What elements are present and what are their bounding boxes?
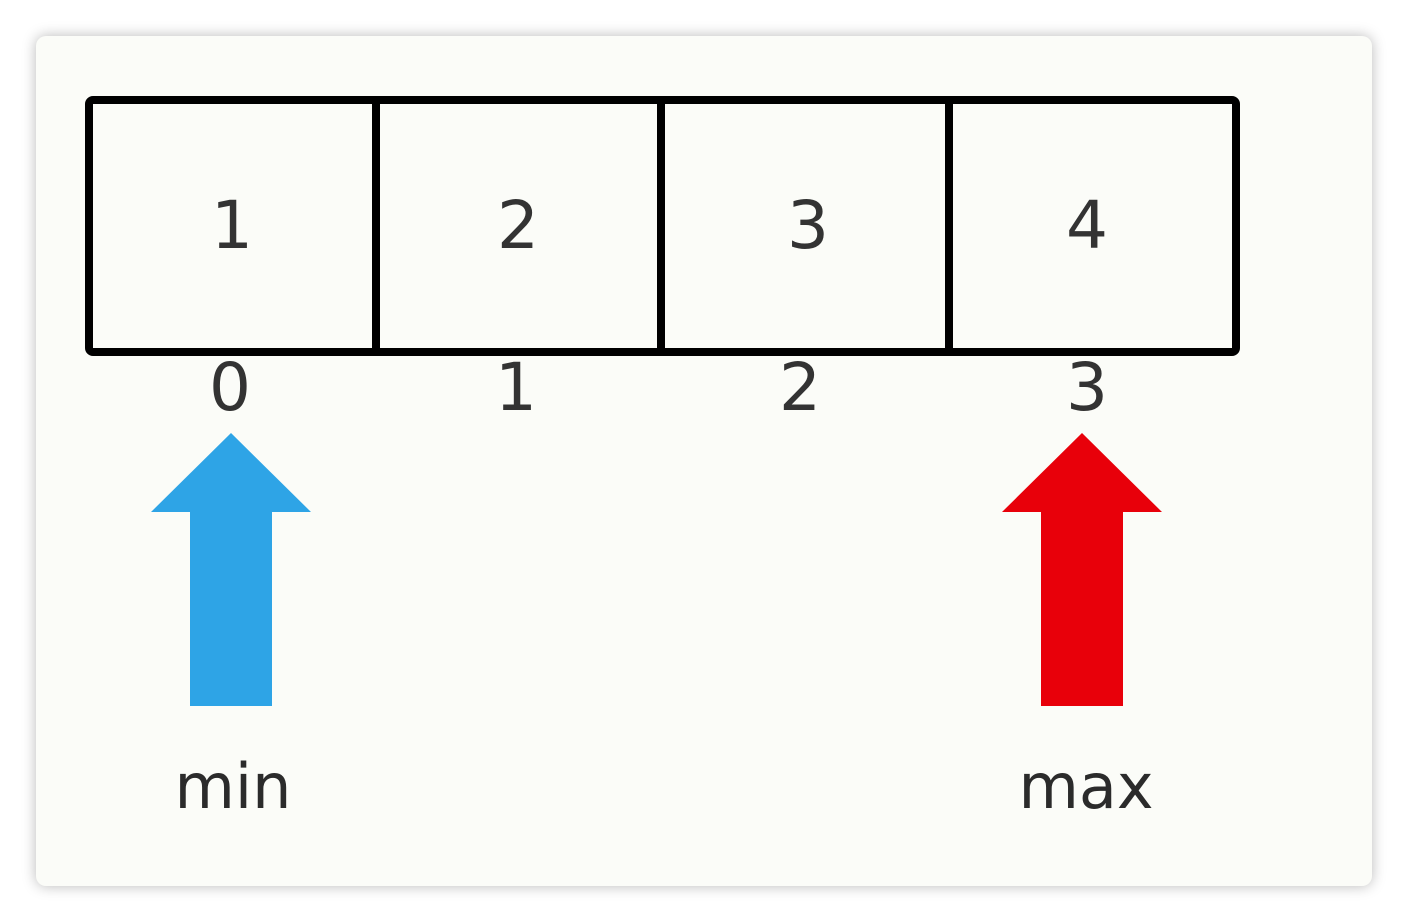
cell-value-0: 1 — [211, 187, 253, 264]
index-label-2: 2 — [779, 349, 821, 426]
array-box — [85, 96, 1240, 356]
min-pointer-label: min — [175, 750, 292, 823]
max-pointer-label: max — [1018, 750, 1153, 823]
index-label-0: 0 — [209, 349, 251, 426]
index-label-1: 1 — [495, 349, 537, 426]
min-arrow-icon — [151, 433, 311, 706]
cell-value-3: 4 — [1066, 187, 1108, 264]
max-arrow-icon — [1002, 433, 1162, 706]
cell-value-2: 3 — [787, 187, 829, 264]
cell-value-1: 2 — [497, 187, 539, 264]
index-label-3: 3 — [1066, 349, 1108, 426]
